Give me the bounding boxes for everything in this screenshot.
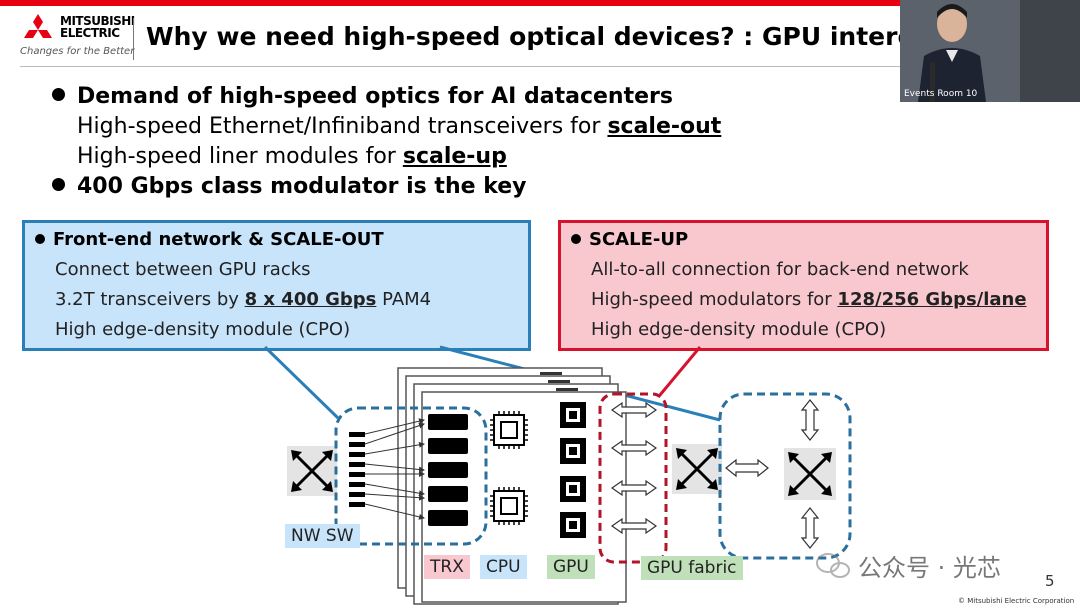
gpu-chip-icon — [560, 476, 586, 502]
header-rule — [20, 66, 900, 67]
scale-up-heading-text: SCALE-UP — [589, 229, 689, 250]
callout-line-left-a — [263, 345, 340, 420]
logo-text-line2: ELECTRIC — [60, 26, 120, 40]
scale-out-line1: Connect between GPU racks — [55, 259, 311, 280]
logo-tagline: Changes for the Better — [20, 46, 135, 57]
cpu-chip-icon — [490, 487, 528, 525]
callout-line-right — [658, 346, 702, 396]
scale-up-highlight — [598, 392, 668, 564]
copyright-notice: © Mitsubishi Electric Corporation — [958, 597, 1075, 605]
bullet-dot — [35, 234, 45, 244]
scale-up-line2-rate: 128/256 Gbps/lane — [837, 289, 1027, 310]
gpu-chip-icon — [560, 512, 586, 538]
scaleout-keyword: scale-out — [607, 114, 722, 139]
gpu-chip-icon — [560, 402, 586, 428]
bullet-dot — [571, 234, 581, 244]
scaleup-line-text: High-speed liner modules for — [77, 144, 403, 169]
bullet-scaleup-line: High-speed liner modules for scale-up — [77, 144, 507, 169]
label-trx: TRX — [424, 555, 470, 579]
logo-text-line1: MITSUBISHI — [60, 14, 135, 28]
scale-out-heading-text: Front-end network & SCALE-OUT — [53, 229, 384, 250]
bullet-dot — [52, 178, 65, 191]
scaleout-line-text: High-speed Ethernet/Infiniband transceiv… — [77, 114, 608, 139]
nw-switch-icon — [287, 446, 337, 496]
webcam-overlay: Events Room 10 — [900, 0, 1080, 102]
bullet-demand: Demand of high-speed optics for AI datac… — [52, 84, 673, 109]
bullet-scaleout-line: High-speed Ethernet/Infiniband transceiv… — [77, 114, 721, 139]
scale-out-line2: 3.2T transceivers by 8 x 400 Gbps PAM4 — [55, 289, 431, 310]
header-separator — [133, 18, 134, 60]
scale-out-box: Front-end network & SCALE-OUT Connect be… — [22, 220, 531, 351]
vertical-arrow-icon — [800, 399, 820, 441]
watermark-text: 公众号 · 光芯 — [858, 554, 1001, 582]
gpu-fabric-highlight — [718, 392, 852, 560]
webcam-room-label: Events Room 10 — [904, 89, 978, 99]
scaleup-keyword: scale-up — [402, 144, 507, 169]
slide-title: Why we need high-speed optical devices? … — [146, 22, 901, 51]
mitsubishi-logo: MITSUBISHI ELECTRIC Changes for the Bett… — [20, 14, 135, 62]
three-diamonds-icon — [24, 14, 52, 38]
scale-up-line1: All-to-all connection for back-end netwo… — [591, 259, 969, 280]
bullet-demand-text: Demand of high-speed optics for AI datac… — [77, 84, 673, 109]
scale-out-line2-rate: 8 x 400 Gbps — [244, 289, 377, 310]
label-nw-sw: NW SW — [285, 524, 360, 548]
gpu-chip-icon — [560, 438, 586, 464]
fan-out-arrows — [364, 418, 425, 520]
scale-out-line2-pre: 3.2T transceivers by — [55, 289, 245, 310]
bullet-modulator-text: 400 Gbps class modulator is the key — [77, 174, 527, 199]
presenter-video — [900, 0, 1080, 102]
bullet-dot — [52, 88, 65, 101]
vertical-arrow-icon — [800, 507, 820, 549]
wechat-icon — [816, 553, 850, 578]
scale-up-line2: High-speed modulators for 128/256 Gbps/l… — [591, 289, 1027, 310]
label-gpu-fabric: GPU fabric — [641, 556, 743, 580]
scale-out-heading: Front-end network & SCALE-OUT — [35, 229, 384, 250]
transceiver-modules — [428, 414, 468, 526]
bullet-modulator: 400 Gbps class modulator is the key — [52, 174, 527, 199]
scale-up-line3: High edge-density module (CPO) — [591, 319, 887, 340]
label-gpu: GPU — [547, 555, 595, 579]
gpu-fabric-core-switch-icon — [784, 448, 836, 500]
label-cpu: CPU — [480, 555, 527, 579]
cpu-chip-icon — [490, 411, 528, 449]
scale-out-highlight — [334, 406, 488, 546]
scale-out-line3: High edge-density module (CPO) — [55, 319, 351, 340]
scale-up-box: SCALE-UP All-to-all connection for back-… — [558, 220, 1049, 351]
fabric-link-arrow-icon — [725, 458, 769, 478]
page-number: 5 — [1045, 572, 1055, 590]
top-accent-bar — [0, 0, 1080, 6]
scale-out-line2-post: PAM4 — [376, 289, 432, 310]
switch-port-bank — [349, 432, 365, 507]
scale-up-line2-pre: High-speed modulators for — [591, 289, 838, 310]
scale-up-heading: SCALE-UP — [571, 229, 688, 250]
bidirectional-arrow-icons — [610, 401, 658, 535]
gpu-fabric-switch-icon — [672, 444, 722, 494]
